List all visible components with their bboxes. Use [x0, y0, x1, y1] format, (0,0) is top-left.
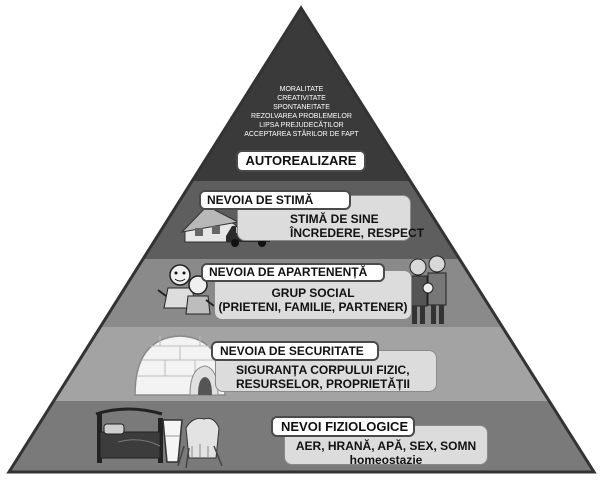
trait-text: MORALITATE [279, 86, 324, 93]
pyramid-outline [6, 5, 597, 474]
igloo-icon [134, 335, 226, 396]
physiological-line: homeostazie [349, 453, 423, 467]
esteem-line: ÎNCREDERE, RESPECT [290, 226, 425, 240]
belonging-label: NEVOIA DE APARTENENȚĂ [201, 263, 385, 282]
belonging-line: (PRIETENI, FAMILIE, PARTENER) [218, 300, 408, 314]
safety-label: NEVOIA DE SECURITATE [211, 341, 379, 361]
esteem-line: STIMĂ DE SINE [290, 212, 379, 226]
trait-text: SPONTANEITATE [273, 104, 330, 111]
self-actualization-traits: MORALITATE CREATIVITATE SPONTANEITATE RE… [240, 85, 363, 139]
esteem-label: NEVOIA DE STIMĂ [199, 190, 351, 210]
physiological-label: NEVOI FIZIOLOGICE [271, 416, 415, 437]
trait-text: REZOLVAREA PROBLEMELOR [251, 113, 352, 120]
safety-line: SIGURANȚA CORPULUI FIZIC, [236, 363, 410, 377]
safety-line: RESURSELOR, PROPRIETĂȚII [236, 377, 411, 391]
bed-food-icon [95, 407, 223, 469]
trait-text: ACCEPTAREA STĂRILOR DE FAPT [244, 131, 359, 138]
self-actualization-label: AUTOREALIZARE [236, 150, 366, 172]
physiological-description: AER, HRANĂ, APĂ, SEX, SOMN homeostazie [284, 425, 488, 467]
trait-text: LIPSA PREJUDECĂȚILOR [259, 122, 344, 129]
physiological-line: AER, HRANĂ, APĂ, SEX, SOMN [295, 439, 477, 453]
belonging-line: GRUP SOCIAL [271, 286, 355, 300]
family-icon [408, 255, 447, 324]
trait-text: CREATIVITATE [277, 95, 326, 102]
